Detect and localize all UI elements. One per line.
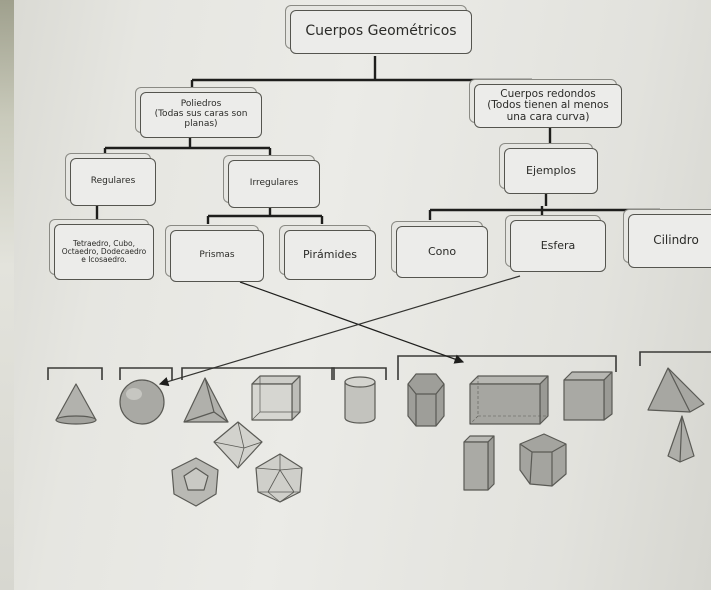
cube-shape <box>251 375 301 421</box>
square-pyramid-shape <box>647 367 705 413</box>
node-ejemplos-label: Ejemplos <box>526 163 576 177</box>
node-redondos: Cuerpos redondos (Todos tienen al menos … <box>474 84 622 128</box>
arrow-esfera-to-sphere <box>158 275 521 387</box>
node-cilindro-label: Cilindro <box>653 233 699 248</box>
node-regulares: Regulares <box>70 158 156 206</box>
shape-brackets <box>47 351 711 380</box>
node-prismas-label: Prismas <box>199 250 235 261</box>
node-root-label: Cuerpos Geométricos <box>305 23 457 40</box>
node-esfera: Esfera <box>510 220 606 272</box>
node-regulares-examples-text: Tetraedro, Cubo, Octaedro, Dodecaedro e … <box>61 239 147 264</box>
node-piramides-label: Pirámides <box>303 247 357 261</box>
node-poliedros-desc: (Todas sus caras son planas) <box>154 109 248 129</box>
node-piramides: Pirámides <box>284 230 376 280</box>
octahedron-shape <box>213 421 263 469</box>
dodecahedron-shape <box>171 457 219 507</box>
node-cono: Cono <box>396 226 488 278</box>
pentagonal-prism-shape <box>519 433 567 487</box>
node-cono-label: Cono <box>427 244 457 258</box>
node-root: Cuerpos Geométricos <box>290 10 472 54</box>
node-redondos-title: Cuerpos redondos <box>500 87 596 100</box>
icosahedron-shape <box>255 453 303 503</box>
cylinder-shape <box>344 376 376 424</box>
page-edge-strip <box>0 0 14 590</box>
arrow-prismas-to-prisms <box>239 281 465 364</box>
node-poliedros: Poliedros (Todas sus caras son planas) <box>140 92 262 138</box>
tetrahedron-shape <box>183 377 229 423</box>
triangular-prism-shape <box>463 435 495 491</box>
node-ejemplos: Ejemplos <box>504 148 598 194</box>
rectangular-prism-shape <box>469 375 549 425</box>
node-regulares-label: Regulares <box>90 176 136 187</box>
triangular-pyramid-shape <box>667 415 695 463</box>
node-redondos-desc: (Todos tienen al menos una cara curva) <box>487 99 609 123</box>
node-irregulares-label: Irregulares <box>249 178 299 189</box>
node-cilindro: Cilindro <box>628 214 711 268</box>
node-poliedros-title: Poliedros <box>180 99 222 110</box>
node-irregulares: Irregulares <box>228 160 320 208</box>
square-prism-shape <box>563 371 613 421</box>
node-esfera-label: Esfera <box>540 238 576 252</box>
cone-shape <box>55 383 97 425</box>
node-regulares-examples: Tetraedro, Cubo, Octaedro, Dodecaedro e … <box>54 224 154 280</box>
sphere-shape <box>119 379 165 425</box>
node-prismas: Prismas <box>170 230 264 282</box>
hexagonal-prism-shape <box>407 373 445 427</box>
